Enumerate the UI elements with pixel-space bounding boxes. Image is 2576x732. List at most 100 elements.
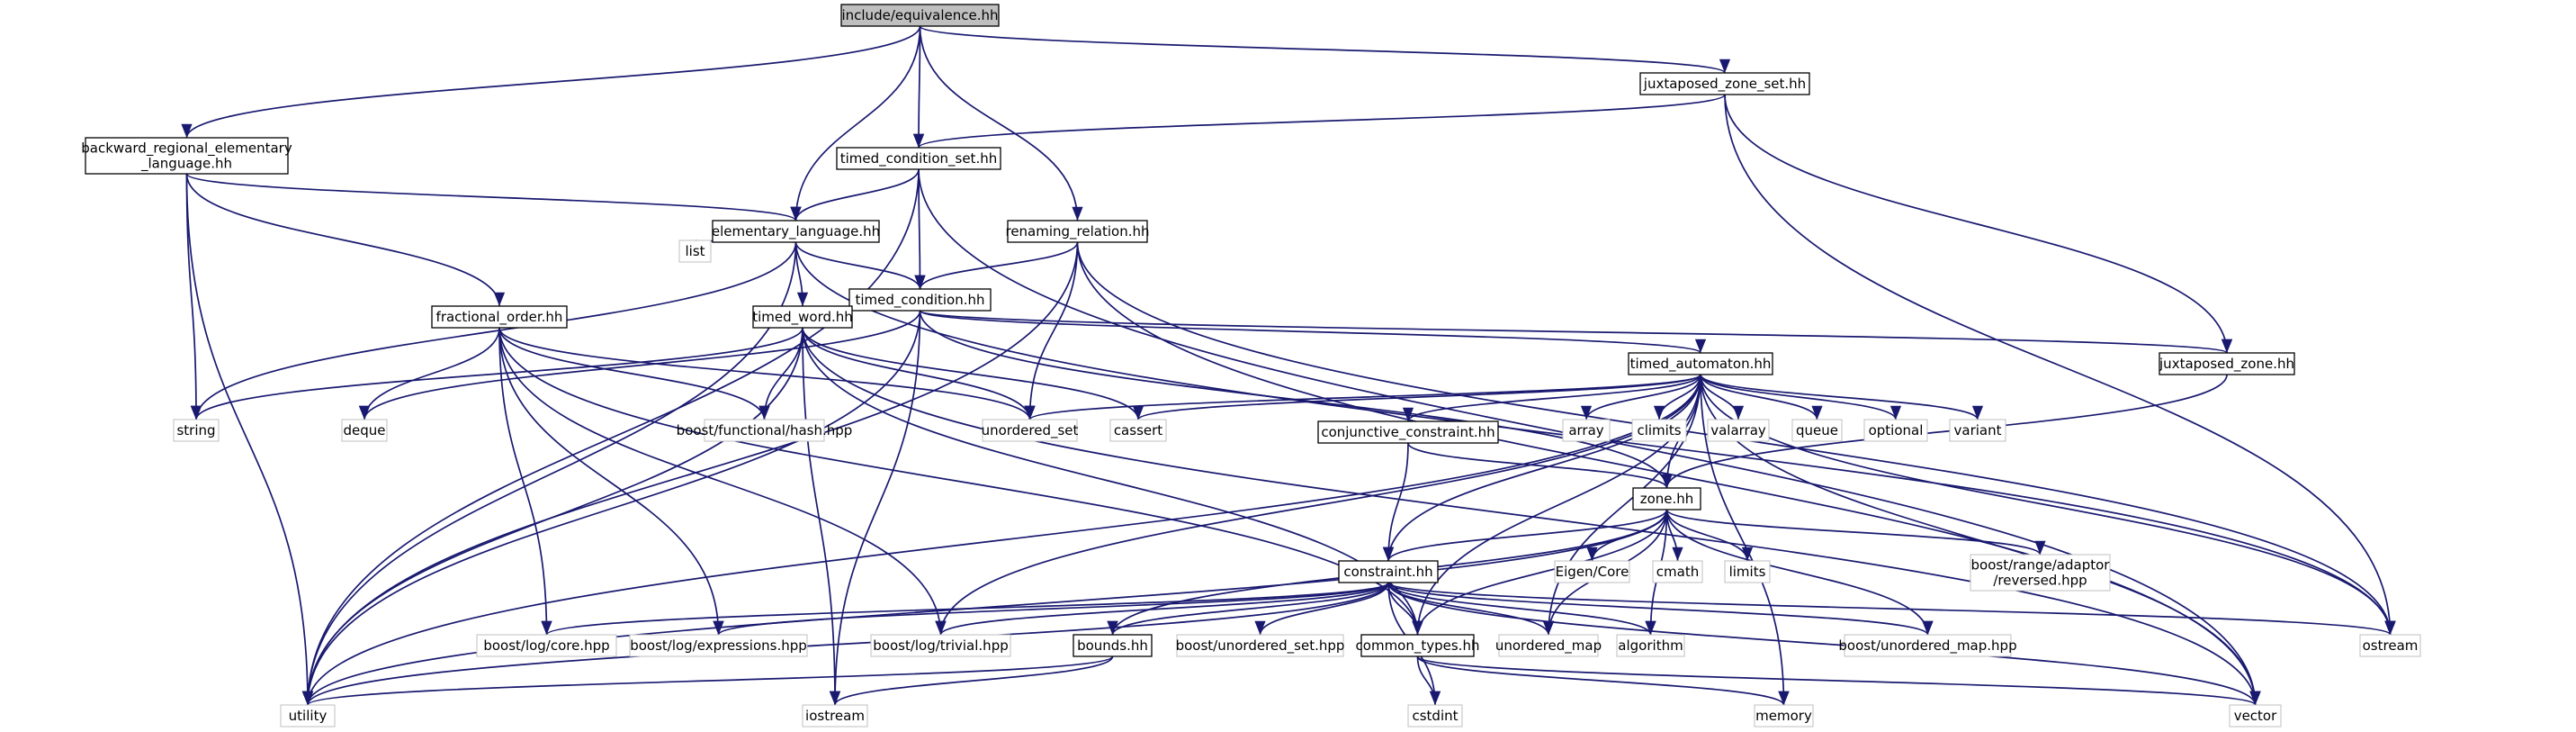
node-label: elementary_language.hh	[712, 223, 880, 240]
node-box	[1863, 419, 1928, 442]
nodes-layer: include/equivalence.hh backward_regional_…	[81, 4, 2421, 727]
node-climits: climits	[1631, 419, 1687, 442]
edge-equivalence-to-elang	[790, 25, 921, 221]
node-bra: boost/range/adaptor/reversed.hpp	[1970, 554, 2111, 592]
edge-renaming-to-tc	[914, 241, 1079, 290]
edge-bounds-to-iostream	[830, 655, 1114, 706]
node-ct[interactable]: common_types.hh	[1356, 634, 1480, 657]
edge-zone-to-bra	[1665, 509, 2046, 556]
node-tc[interactable]: timed_condition.hh	[848, 288, 992, 312]
node-juxt-set[interactable]: juxtaposed_zone_set.hh	[1639, 72, 1810, 95]
edge-tcs-to-utility	[301, 168, 920, 706]
edge-jz-to-zone	[1661, 374, 2228, 489]
node-label: list	[685, 243, 705, 259]
node-label: unordered_map	[1495, 637, 1602, 655]
edge-ta-to-optional	[1700, 374, 1901, 420]
node-label: boost/log/expressions.hpp	[630, 637, 807, 654]
node-label: unordered_set	[982, 422, 1079, 439]
node-tw[interactable]: timed_word.hh	[752, 305, 853, 329]
node-renaming[interactable]: renaming_relation.hh	[1005, 220, 1150, 243]
node-umap: unordered_map	[1495, 634, 1602, 657]
node-box	[1791, 419, 1843, 442]
node-bfh: boost/functional/hash.hpp	[677, 419, 853, 442]
edge-tw-to-utility	[301, 327, 803, 706]
node-label: utility	[289, 708, 328, 724]
edge-tc-to-jz	[919, 310, 2232, 354]
node-box	[476, 634, 617, 657]
node-jz[interactable]: juxtaposed_zone.hh	[2159, 352, 2295, 375]
edge-tc-to-utility	[301, 310, 921, 706]
edge-tc-to-deque	[359, 310, 921, 420]
node-box	[173, 419, 220, 442]
node-box	[1707, 419, 1770, 442]
node-label: boost/range/adaptor	[1971, 557, 2111, 574]
node-fo[interactable]: fractional_order.hh	[431, 305, 568, 329]
node-algorithm: algorithm	[1616, 634, 1685, 657]
edge-renaming-to-uset	[1024, 241, 1079, 420]
edge-tw-to-uset	[802, 327, 1036, 420]
edge-zone-to-bum	[1665, 509, 1934, 636]
edge-tw-to-vector	[802, 327, 2261, 706]
edge-equivalence-to-juxt_set	[919, 25, 1730, 74]
node-label: include/equivalence.hh	[841, 7, 998, 23]
node-label: timed_condition.hh	[855, 292, 984, 309]
node-tcs[interactable]: timed_condition_set.hh	[836, 147, 1001, 170]
edge-backward-to-utility	[185, 173, 314, 706]
node-box	[848, 288, 992, 312]
node-box	[1562, 419, 1611, 442]
edge-tc-to-iostream	[829, 310, 921, 706]
node-box	[280, 704, 336, 727]
node-box	[1639, 72, 1810, 95]
node-box	[982, 419, 1078, 442]
node-box	[1176, 634, 1344, 657]
node-label: fractional_order.hh	[436, 309, 563, 326]
node-label: renaming_relation.hh	[1005, 223, 1149, 240]
node-label: boost/unordered_set.hpp	[1176, 637, 1345, 655]
node-box	[2359, 634, 2421, 657]
node-label: boost/functional/hash.hpp	[677, 422, 853, 438]
edge-cc-to-zone	[1407, 442, 1673, 489]
node-box	[1844, 634, 2012, 657]
node-box	[1970, 554, 2111, 592]
edge-constraint-to-vector	[1387, 582, 2261, 706]
node-box	[802, 704, 868, 727]
node-box	[836, 147, 1001, 170]
node-label: juxtaposed_zone_set.hh	[1643, 76, 1806, 93]
node-box	[1616, 634, 1685, 657]
edge-ta-to-constraint	[1382, 374, 1701, 562]
edge-tc-to-ta	[919, 310, 1706, 354]
edge-ta-to-utility	[302, 374, 1701, 706]
node-box	[1360, 634, 1475, 657]
node-box	[1498, 634, 1599, 657]
edge-juxt_set-to-tcs	[913, 94, 1726, 149]
edge-constraint-to-bum	[1387, 582, 1934, 636]
node-box	[1949, 419, 2006, 442]
edge-elang-to-utility	[301, 241, 797, 706]
edge-ta-to-variant	[1700, 374, 1983, 420]
edge-constraint-to-blt	[935, 582, 1389, 636]
edge-ta-to-uset	[1024, 374, 1701, 420]
node-label: limits	[1729, 564, 1766, 580]
node-label: _language.hh	[140, 156, 232, 173]
node-equivalence[interactable]: include/equivalence.hh	[840, 4, 1000, 27]
node-box	[1754, 704, 1814, 727]
node-elang[interactable]: elementary_language.hh	[712, 220, 880, 243]
node-box	[1652, 560, 1703, 583]
node-zone[interactable]: zone.hh	[1632, 487, 1701, 511]
node-backward[interactable]: backward_regional_elementary_language.hh	[81, 137, 292, 175]
node-box	[1073, 634, 1153, 657]
node-valarray: valarray	[1707, 419, 1770, 442]
edge-elang-to-tc	[794, 241, 926, 290]
node-bounds[interactable]: bounds.hh	[1073, 634, 1153, 657]
node-constraint[interactable]: constraint.hh	[1338, 560, 1439, 583]
node-box	[1554, 560, 1630, 583]
edge-equivalence-to-renaming	[919, 25, 1083, 221]
node-label: array	[1568, 422, 1603, 438]
node-ta[interactable]: timed_automaton.hh	[1628, 352, 1773, 375]
node-cassert: cassert	[1109, 419, 1167, 442]
node-label: boost/log/core.hpp	[483, 637, 609, 654]
node-box	[1407, 704, 1463, 727]
node-label: memory	[1755, 708, 1812, 724]
node-cc[interactable]: conjunctive_constraint.hh	[1317, 420, 1499, 444]
